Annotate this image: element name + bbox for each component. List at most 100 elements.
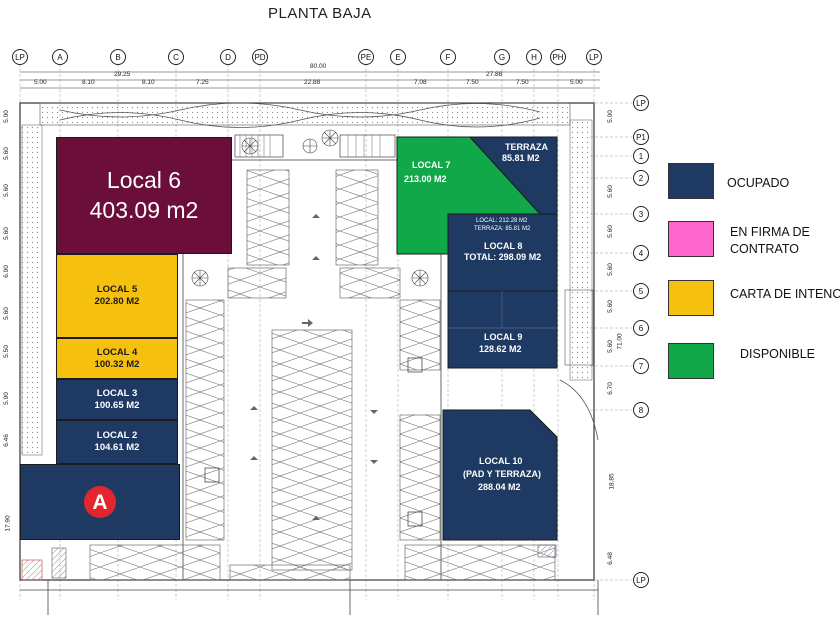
dim-left-2: 5.60 — [2, 147, 10, 160]
local-3[interactable]: LOCAL 3 100.65 M2 — [56, 379, 178, 420]
local-9-shape[interactable] — [447, 290, 558, 369]
local-2-area: 104.61 M2 — [94, 442, 140, 453]
terraza-area: 85.81 M2 — [502, 153, 540, 163]
legend-label-ocupado: OCUPADO — [727, 176, 790, 190]
axis-bubble-g: G — [494, 49, 510, 65]
dim-top-6: 22.88 — [304, 79, 321, 86]
axis-bubble-c: C — [168, 49, 184, 65]
dim-right-2: 5.60 — [606, 185, 614, 198]
local-5[interactable]: LOCAL 5 202.80 M2 — [56, 254, 178, 338]
legend-label-carta: CARTA DE INTENC — [730, 287, 840, 301]
axis-bubble-lp-right: LP — [586, 49, 602, 65]
legend-label-firma-1: EN FIRMA DE — [730, 225, 810, 239]
local-10-area: 288.04 M2 — [478, 482, 521, 492]
dim-right-1: 5.00 — [606, 110, 614, 123]
local-4-name: LOCAL 4 — [96, 346, 138, 358]
local-10-name: LOCAL 10 — [479, 456, 523, 466]
dim-right-9: 18.85 — [608, 473, 616, 490]
axis-bubble-2: 2 — [633, 170, 649, 186]
dim-left-7: 5.50 — [2, 345, 10, 358]
dim-right-7: 71.00 — [616, 333, 624, 350]
dim-right-3: 5.60 — [606, 225, 614, 238]
dim-top-4: 8.10 — [142, 79, 155, 86]
local-8-name: LOCAL 8 — [484, 241, 523, 251]
dim-left-8: 5.90 — [2, 392, 10, 405]
dim-top-9: 27.88 — [486, 71, 503, 78]
local-6[interactable]: Local 6 403.09 m2 — [56, 137, 232, 254]
anchor-logo-icon: A — [84, 486, 116, 518]
local-8-note-local: LOCAL: 212.28 M2 — [476, 218, 528, 224]
dim-top-12: 5.00 — [570, 79, 583, 86]
legend-swatch-carta — [668, 280, 714, 316]
local-8-note-terraza: TERRAZA: 85.81 M2 — [474, 226, 531, 232]
axis-bubble-3: 3 — [633, 206, 649, 222]
local-2-name: LOCAL 2 — [96, 430, 138, 442]
dim-left-6: 5.60 — [2, 307, 10, 320]
axis-bubble-p1: P1 — [633, 129, 649, 145]
dim-top-8: 7.08 — [414, 79, 427, 86]
dim-top-10: 7.50 — [466, 79, 479, 86]
axis-bubble-4: 4 — [633, 245, 649, 261]
axis-bubble-pd: PD — [252, 49, 268, 65]
local-9-area: 128.62 M2 — [479, 344, 522, 354]
axis-bubble-h: H — [526, 49, 542, 65]
axis-bubble-6: 6 — [633, 320, 649, 336]
axis-bubble-5: 5 — [633, 283, 649, 299]
local-3-name: LOCAL 3 — [96, 387, 138, 399]
dim-left-4: 5.60 — [2, 227, 10, 240]
local-2[interactable]: LOCAL 2 104.61 M2 — [56, 420, 178, 464]
dim-top-7: 80.00 — [310, 63, 327, 70]
local-3-area: 100.65 M2 — [94, 399, 140, 411]
dim-right-10: 6.48 — [606, 552, 614, 565]
local-5-area: 202.80 M2 — [94, 296, 140, 307]
dim-top-11: 7.50 — [516, 79, 529, 86]
anchor-logo-letter: A — [92, 491, 107, 514]
axis-bubble-7: 7 — [633, 358, 649, 374]
legend-swatch-ocupado — [668, 163, 714, 199]
legend-swatch-firma — [668, 221, 714, 257]
local-7-area: 213.00 M2 — [404, 174, 447, 184]
dim-right-5: 5.60 — [606, 300, 614, 313]
axis-bubble-b: B — [110, 49, 126, 65]
dim-left-3: 5.60 — [2, 184, 10, 197]
legend-label-disponible: DISPONIBLE — [740, 347, 816, 361]
local-4[interactable]: LOCAL 4 100.32 M2 — [56, 338, 178, 379]
dim-top-1: 5.00 — [34, 79, 47, 86]
dim-top-3: 29.25 — [114, 71, 131, 78]
dim-right-4: 5.60 — [606, 263, 614, 276]
local-10-shape[interactable] — [442, 409, 558, 541]
plan-title: PLANTA BAJA — [268, 5, 372, 22]
local-9-name: LOCAL 9 — [484, 332, 523, 342]
local-10-subtitle: (PAD Y TERRAZA) — [463, 469, 542, 479]
dim-left-9: 6.46 — [2, 434, 10, 447]
dim-left-1: 5.00 — [2, 110, 10, 123]
local-4-area: 100.32 M2 — [94, 358, 140, 370]
dim-left-10: 17.90 — [4, 515, 12, 532]
dim-left-5: 6.90 — [2, 265, 10, 278]
anchor-store[interactable]: A — [20, 464, 180, 540]
dim-top-5: 7.25 — [196, 79, 209, 86]
axis-bubble-d: D — [220, 49, 236, 65]
dim-right-8: 6.70 — [606, 382, 614, 395]
axis-bubble-pe: PE — [358, 49, 374, 65]
axis-bubble-e: E — [390, 49, 406, 65]
dim-top-2: 8.10 — [82, 79, 95, 86]
legend-swatch-disponible — [668, 343, 714, 379]
local-6-area: 403.09 m2 — [89, 196, 199, 223]
axis-bubble-a: A — [52, 49, 68, 65]
axis-bubble-lp-top: LP — [633, 95, 649, 111]
axis-bubble-lp-bottom: LP — [633, 572, 649, 588]
local-8-area: TOTAL: 298.09 M2 — [464, 252, 542, 262]
axis-bubble-1: 1 — [633, 148, 649, 164]
local-7-name: LOCAL 7 — [412, 160, 451, 170]
local-5-name: LOCAL 5 — [96, 284, 138, 296]
axis-bubble-f: F — [440, 49, 456, 65]
axis-bubble-8: 8 — [633, 402, 649, 418]
axis-bubble-lp-left: LP — [12, 49, 28, 65]
legend-label-firma-2: CONTRATO — [730, 242, 799, 256]
terraza-name: TERRAZA — [505, 142, 548, 152]
local-6-name: Local 6 — [106, 166, 182, 193]
